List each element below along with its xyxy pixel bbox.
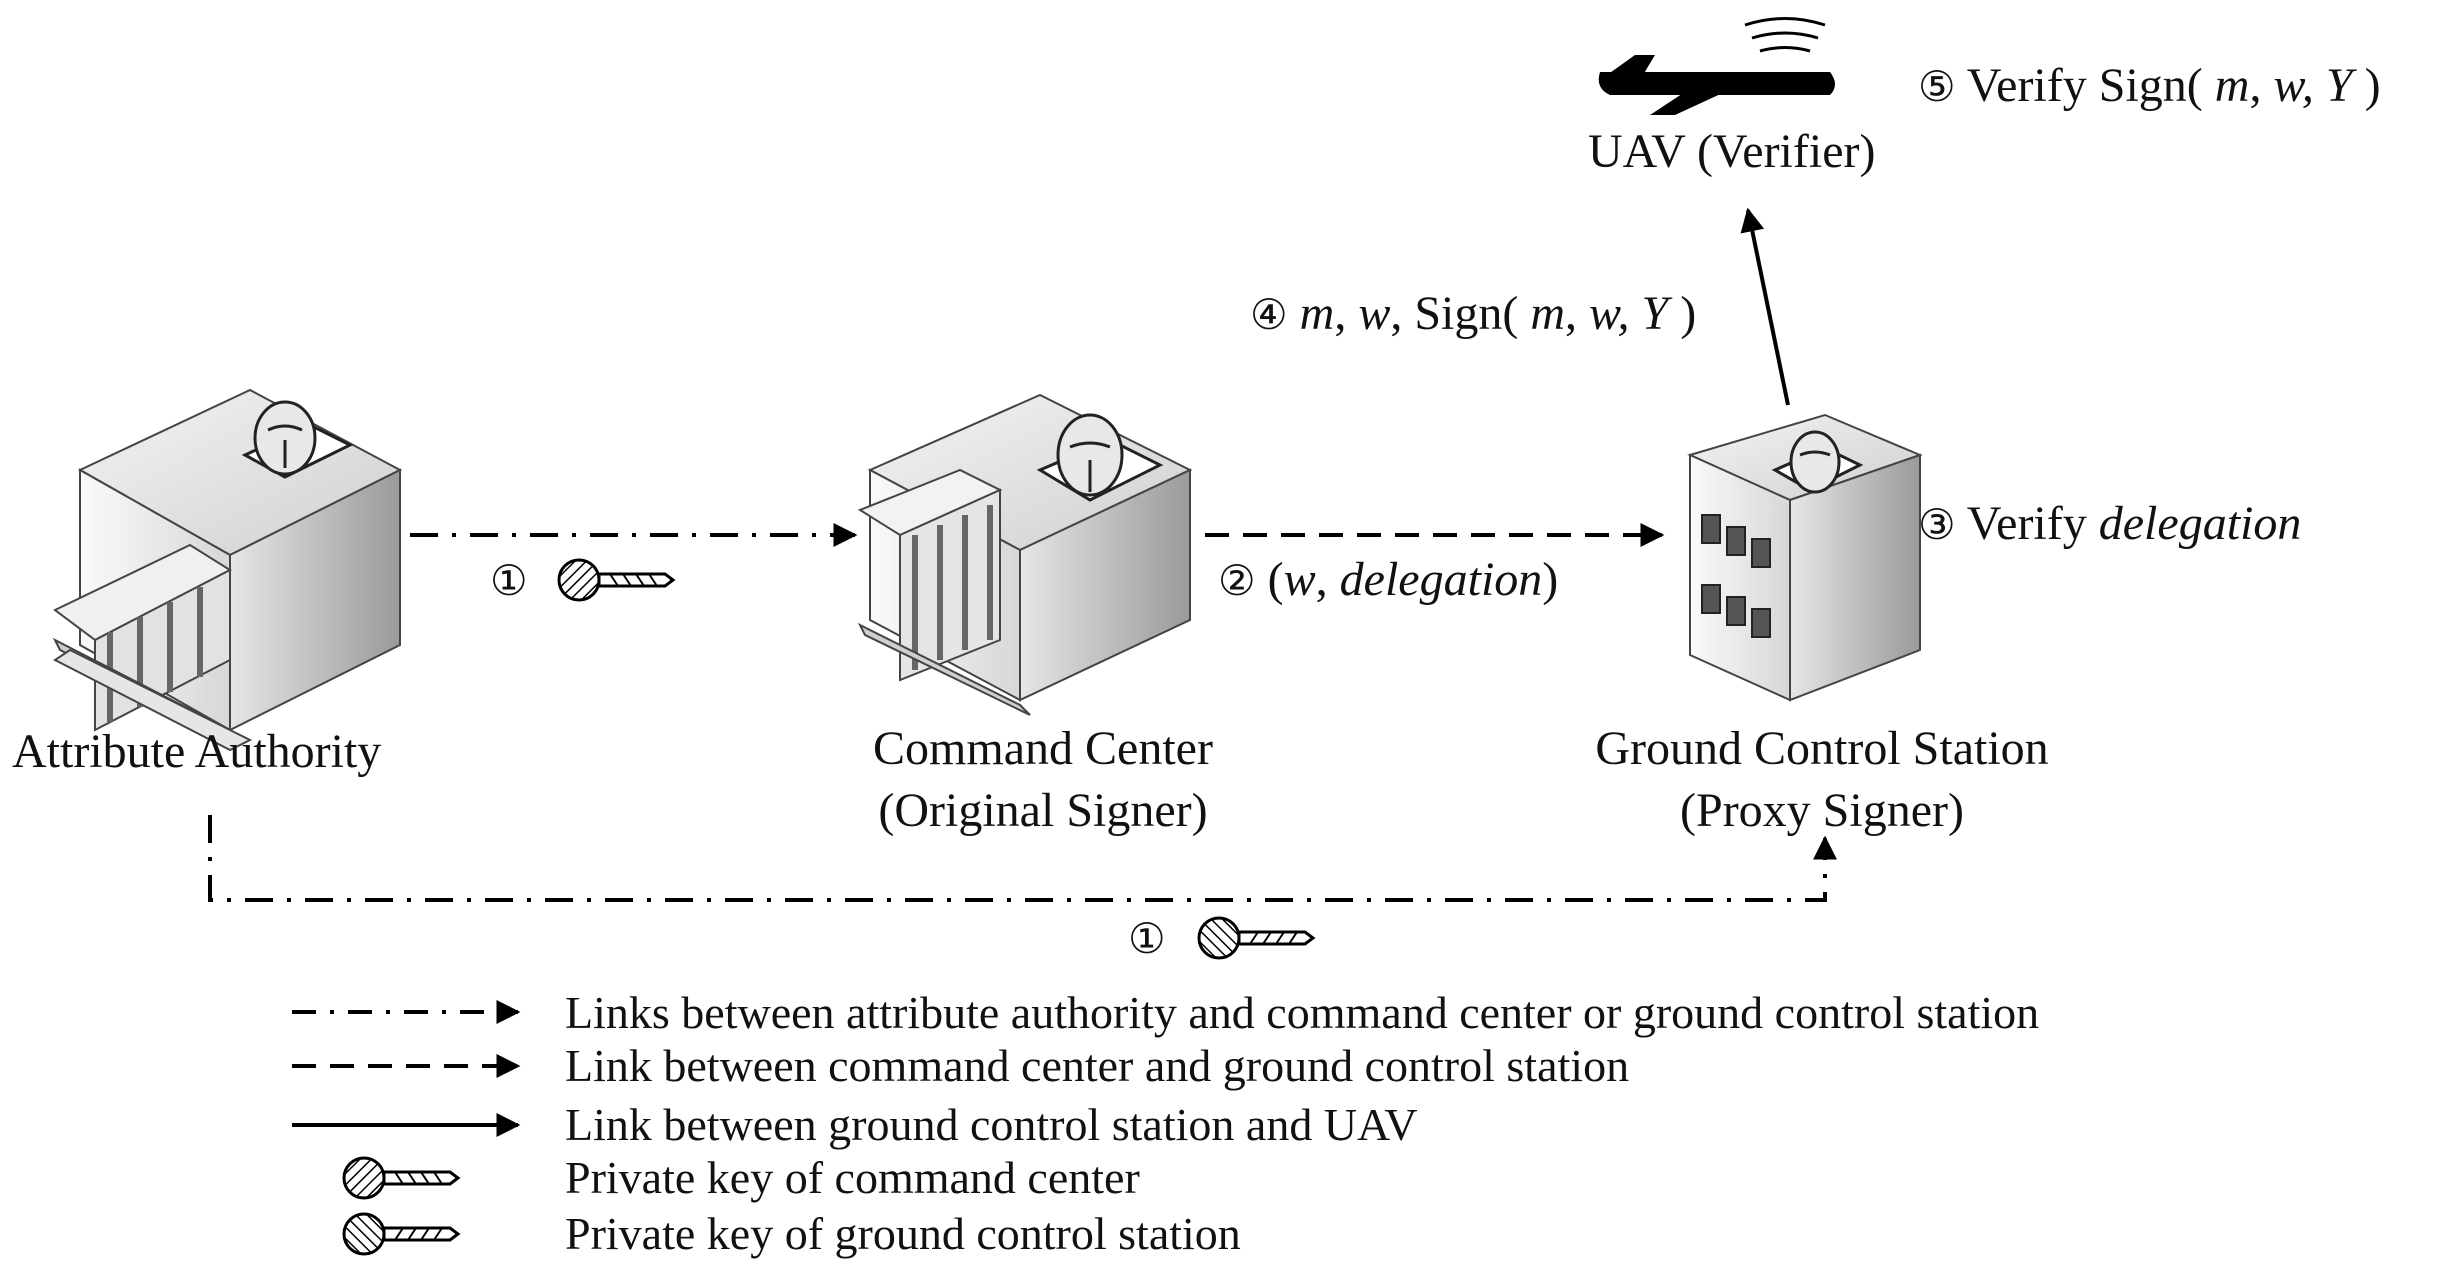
ground-control-station-building-icon	[1687, 413, 1923, 702]
legend-dashed-text: Link between command center and ground c…	[565, 1040, 1630, 1091]
step1-top-num: ①	[490, 556, 528, 605]
step3-label: ③ Verify delegation	[1918, 500, 2301, 548]
step5-w: w,	[2273, 59, 2314, 112]
link-ground-to-uav	[1740, 207, 1790, 406]
command-center-role: (Original Signer)	[878, 784, 1208, 837]
signal-waves-icon	[1744, 17, 1826, 53]
ground-station-role: (Proxy Signer)	[1680, 784, 1964, 837]
step2-comma: ,	[1315, 553, 1340, 606]
legend-ground-key-icon	[342, 1212, 461, 1256]
step2-label: ② (w, delegation)	[1218, 556, 1558, 604]
step5-sp	[2314, 59, 2326, 112]
legend-dash-dot-text: Links between attribute authority and co…	[565, 987, 2040, 1038]
step4-c1: ,	[1334, 287, 1359, 340]
command-center-key-icon	[557, 558, 676, 602]
step4-label: ④ m, w, Sign( m, w, Y )	[1250, 290, 1696, 338]
ground-station-key-icon	[1197, 916, 1316, 960]
step1-bottom-num: ①	[1128, 914, 1166, 963]
step2-close: )	[1542, 553, 1559, 606]
step5-num: ⑤	[1918, 62, 1956, 111]
step3-num: ③	[1918, 500, 1956, 549]
legend-solid-text: Link between ground control station and …	[565, 1099, 1418, 1150]
step4-close: )	[1668, 287, 1697, 340]
step4-m2: m	[1530, 287, 1566, 340]
link-authority-to-ground	[208, 815, 1837, 902]
step3-delegation: delegation	[2098, 497, 2302, 550]
command-center-building-icon	[857, 393, 1193, 716]
step4-m: m	[1299, 287, 1335, 340]
step4-sp	[1629, 287, 1641, 340]
ground-station-name: Ground Control Station	[1595, 722, 2049, 775]
step4-num: ④	[1250, 290, 1288, 339]
step5-close: )	[2352, 59, 2381, 112]
command-center-name: Command Center	[873, 722, 1213, 775]
step2-w: w	[1283, 553, 1316, 606]
step5-label: ⑤ Verify Sign( m, w, Y )	[1918, 62, 2381, 110]
step3-verify: Verify	[1966, 497, 2099, 550]
legend-command-key-text: Private key of command center	[565, 1152, 1140, 1203]
ground-control-station-label: Ground Control Station (Proxy Signer)	[1595, 725, 2048, 835]
attribute-authority-label: Attribute Authority	[12, 725, 382, 778]
uav-airplane-icon	[1598, 55, 1835, 115]
legend-command-key-icon	[342, 1156, 461, 1200]
uav-label: UAV (Verifier)	[1588, 125, 1876, 178]
attribute-authority-building-icon	[52, 388, 403, 752]
step2-num: ②	[1218, 556, 1256, 605]
step4-w2: w,	[1589, 287, 1630, 340]
step5-c1: ,	[2249, 59, 2274, 112]
step5-m: m	[2214, 59, 2250, 112]
step5-verify: Verify Sign(	[1966, 59, 2215, 112]
step1-bottom-number: ①	[1128, 914, 1166, 962]
legend-ground-key-text: Private key of ground control station	[565, 1208, 1241, 1259]
step4-Y: Y	[1641, 287, 1669, 340]
command-center-label: Command Center (Original Signer)	[873, 725, 1213, 835]
step4-c2: , Sign(	[1390, 287, 1531, 340]
step5-Y: Y	[2325, 59, 2353, 112]
step4-w: w	[1358, 287, 1391, 340]
step4-c3: ,	[1565, 287, 1590, 340]
step2-open: (	[1267, 553, 1284, 606]
step2-delegation: delegation	[1339, 553, 1543, 606]
step1-top-number: ①	[490, 556, 528, 604]
